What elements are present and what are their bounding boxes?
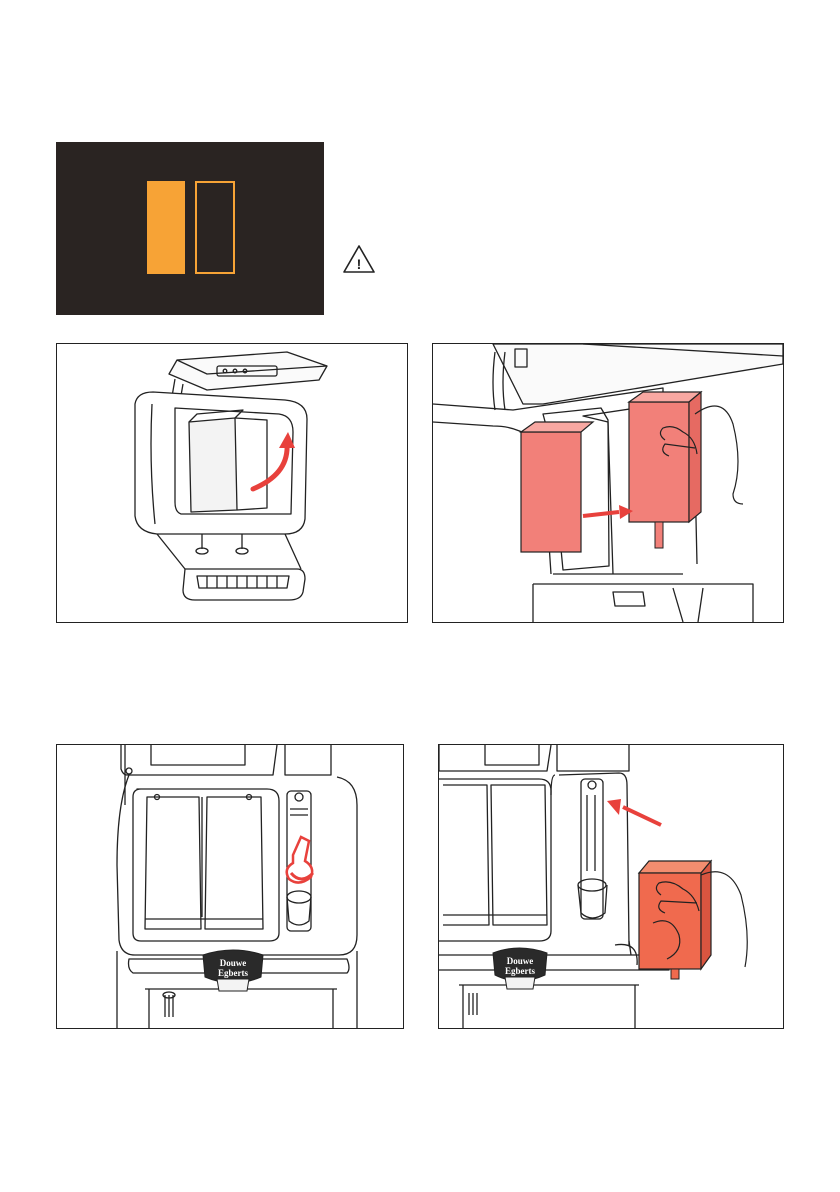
- svg-text:!: !: [357, 256, 362, 272]
- brand-logo: Douwe Egberts: [203, 950, 263, 991]
- svg-text:Douwe: Douwe: [220, 958, 247, 968]
- figure-remove-ingredient-unit: Douwe Egberts: [438, 744, 784, 1029]
- svg-text:Douwe: Douwe: [507, 956, 534, 966]
- svg-text:Egberts: Egberts: [505, 966, 535, 976]
- figure-remove-canister: [432, 343, 784, 623]
- figure-canister-compartment-view: Douwe Egberts: [56, 744, 404, 1029]
- indicator-slot-outline: [196, 182, 234, 273]
- brand-logo: Douwe Egberts: [493, 948, 547, 989]
- figure-open-lid-lift-canister: [56, 343, 408, 623]
- warning-triangle-icon: !: [342, 244, 376, 279]
- ingredient-unit: [639, 861, 711, 979]
- move-arrow-icon: [583, 512, 619, 516]
- remove-arrow-icon: [623, 807, 661, 825]
- indicator-slot-filled: [148, 182, 184, 273]
- svg-text:Egberts: Egberts: [218, 968, 248, 978]
- display-indicator-panel: [56, 142, 324, 315]
